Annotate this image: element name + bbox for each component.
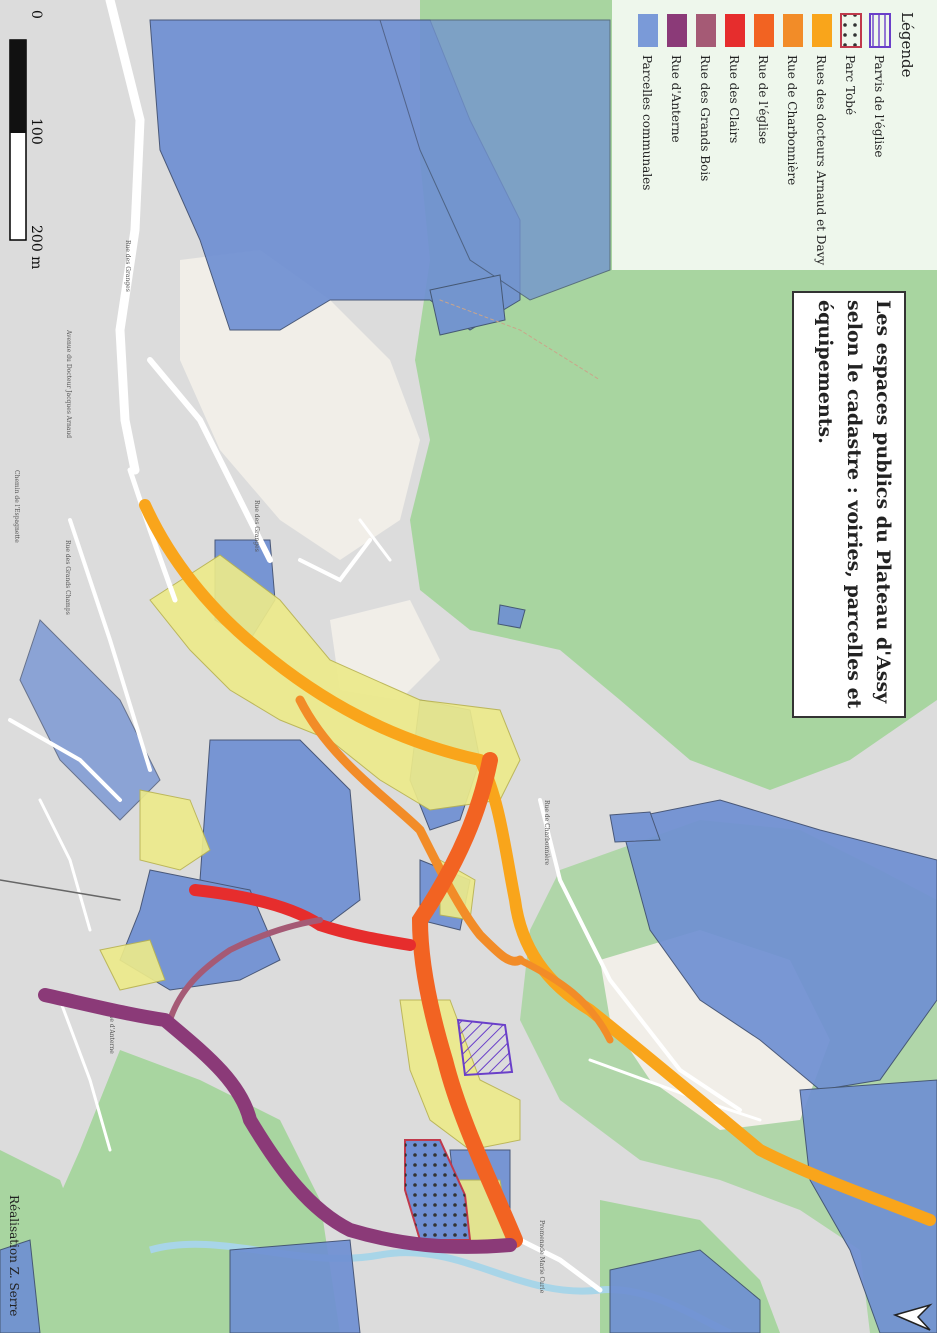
legend-label: Rues des docteurs Arnaud et Davy [814,55,828,265]
rue-eglise [411,752,523,1248]
legend-label: Rue des Clairs [727,55,741,143]
svg-text:Chemin de l'Espagnette: Chemin de l'Espagnette [13,470,20,543]
legend-swatch [696,14,716,47]
legend-swatch [869,13,891,48]
scale-bar: 0 100 200 m [9,10,44,269]
communal-parcels [0,19,937,1333]
legend-label: Rue de Charbonnière [785,55,799,185]
svg-text:Rue des Grands Champs: Rue des Grands Champs [64,540,71,615]
legend-label: Rue de l'église [756,55,770,144]
svg-text:Rue des Granges: Rue des Granges [124,240,131,292]
svg-text:Rue d'Anterne: Rue d'Anterne [108,1010,115,1054]
legend-swatch [638,14,658,47]
title-box: Les espaces publics du Plateau d'Assy se… [792,291,906,718]
rue-clairs [189,884,416,951]
svg-text:Promenade Marie Curie: Promenade Marie Curie [538,1220,545,1294]
street-labels: Rue des Granges Avenue du Docteur Jacque… [13,240,550,1294]
legend-swatch [840,13,862,48]
svg-text:Rue de Charbonnière: Rue de Charbonnière [543,800,550,866]
legend-items: Parvis de l'église Parc Tobé Rues des doct… [638,13,891,265]
scale-label-200: 200 m [28,225,44,269]
rues-docteurs-arnaud-davy [139,499,936,1226]
credit: Réalisation Z. Serre [7,1195,21,1316]
title-line-3: équipements. [814,300,836,444]
legend-label: Parvis de l'église [872,55,886,157]
north-arrow-icon [892,1303,933,1331]
legend-label: Parcelles communales [640,55,654,190]
parc-tobe-dots [405,1140,470,1240]
legend-swatch [667,14,687,47]
legend-swatch [783,14,803,47]
title-line-1: Les espaces publics du Plateau d'Assy [872,300,894,704]
parvis-eglise [456,1018,514,1077]
roads [0,0,762,1293]
legend-heading: Légende [898,12,916,78]
legend-label: Parc Tobé [843,55,857,115]
legend: Légende Parvis de l'église Parc Tobé Rues … [612,0,937,270]
legend-swatch [812,14,832,47]
scale-label-100: 100 [28,118,44,145]
legend-label: Rue d'Anterne [669,55,683,143]
svg-text:Avenue du Docteur Jacques Arna: Avenue du Docteur Jacques Arnaud [65,329,72,438]
rue-anterne [38,988,517,1254]
legend-label: Rue des Grands Bois [698,55,712,181]
rue-charbonniere [295,695,614,1044]
rue-grands-bois [167,917,323,1023]
legend-swatch [754,14,774,47]
legend-swatch [725,14,745,47]
title-line-2: selon le cadastre : voiries, parcelles e… [843,300,865,709]
svg-text:Rue des Granges: Rue des Granges [253,500,260,552]
scale-label-0: 0 [28,10,44,19]
